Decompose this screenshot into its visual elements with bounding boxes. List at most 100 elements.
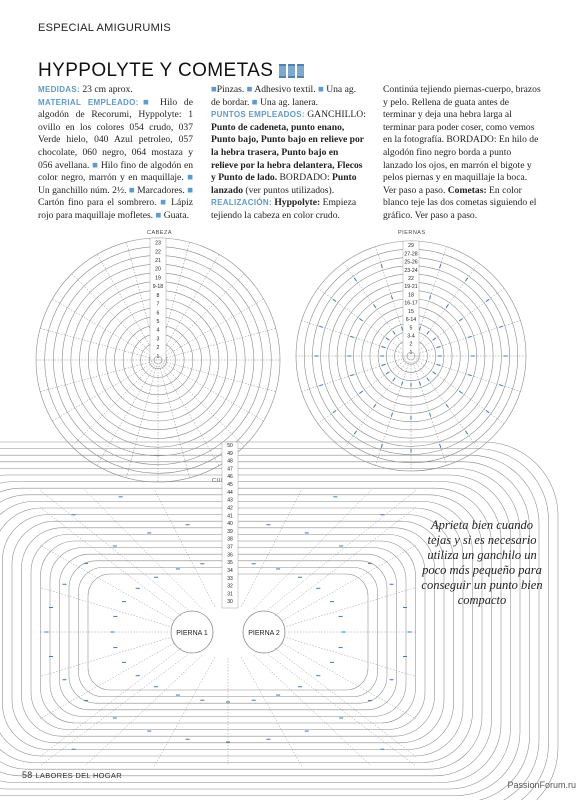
body-row-number: 35 xyxy=(227,560,233,566)
increase-mark xyxy=(392,330,396,335)
increase-mark xyxy=(458,390,463,394)
body-row-number: 37 xyxy=(227,545,233,551)
row-number: 27-28 xyxy=(404,251,417,257)
increase-mark xyxy=(380,443,383,448)
label-realizacion: REALIZACIÓN: xyxy=(211,198,272,208)
watermark: PassionForum.ru xyxy=(507,780,576,790)
text-lanzado: Punto lanzado xyxy=(211,172,357,196)
increase-mark xyxy=(464,430,469,435)
stitch-spoke xyxy=(159,365,190,478)
body-row-number: 31 xyxy=(227,591,233,597)
leg-circle-right xyxy=(242,610,286,654)
row-number: 22 xyxy=(155,249,161,255)
increase-mark xyxy=(332,409,337,414)
stitch-spoke xyxy=(126,365,157,478)
increase-mark xyxy=(385,337,390,341)
increase-mark xyxy=(445,304,449,309)
text-material: Hilo de algodón de Recorumi, Hyppolyte: … xyxy=(38,96,193,171)
row-number: 3-4 xyxy=(407,334,415,340)
increase-mark xyxy=(458,318,463,322)
body-spoke xyxy=(241,489,302,607)
row-number: 5 xyxy=(157,319,160,325)
text-material-c: Un ganchillo núm. 2½. xyxy=(38,184,127,196)
increase-mark xyxy=(381,346,386,349)
increase-mark xyxy=(498,325,503,328)
increase-mark xyxy=(319,325,324,328)
row-number-column xyxy=(402,240,420,357)
increase-mark xyxy=(436,363,441,366)
increase-mark xyxy=(390,295,394,300)
body-spoke xyxy=(154,489,215,607)
text-material-g: Guata. xyxy=(161,209,190,221)
row-number: 25-26 xyxy=(404,260,417,266)
increase-mark xyxy=(436,346,441,349)
increase-mark xyxy=(467,335,472,339)
leg-label-left: PIERNA 1 xyxy=(176,630,208,637)
body-row-number: 50 xyxy=(227,443,233,449)
text-cometas-label: Cometas: xyxy=(445,184,487,196)
row-number: 23 xyxy=(155,241,161,247)
body-row-number: 43 xyxy=(227,498,233,504)
body-spoke xyxy=(39,652,191,767)
diagram-piernas: 2927-2825-2623-242219-211816-17156-1453-… xyxy=(295,240,527,472)
increase-mark xyxy=(381,363,386,366)
text-hyppolyte: Hyppolyte: xyxy=(271,197,321,209)
body-spoke xyxy=(39,507,182,616)
stitch-spoke xyxy=(71,364,154,447)
row-number-column xyxy=(149,237,167,361)
text-lanzado-note: (ver puntos utilizados). xyxy=(243,184,335,196)
body-spoke xyxy=(154,657,215,767)
stitch-spoke xyxy=(163,328,276,359)
increase-mark xyxy=(418,326,421,331)
leg-circle-left xyxy=(170,610,214,654)
body-spoke xyxy=(274,648,417,757)
stitch-spoke xyxy=(163,361,276,392)
label-material: MATERIAL EMPLEADO: xyxy=(38,97,139,107)
section-header: ESPECIAL AMIGURUMIS xyxy=(38,22,172,34)
tip-quote: Aprieta bien cuando tejas y si es necesa… xyxy=(421,518,543,607)
increase-mark xyxy=(439,443,442,448)
magic-ring xyxy=(153,355,163,365)
text-adhesivo: Adhesivo textil. xyxy=(252,84,316,95)
row-number: 5 xyxy=(410,325,413,331)
body-row-number: 40 xyxy=(227,521,233,527)
row-number: 16-17 xyxy=(404,301,417,307)
spool-icon xyxy=(279,64,305,78)
body-row-number: 38 xyxy=(227,537,233,543)
increase-mark xyxy=(418,381,421,386)
label-puntos: PUNTOS EMPLEADOS: xyxy=(211,110,305,120)
increase-mark xyxy=(426,330,430,335)
body-spoke xyxy=(241,657,302,767)
title-row: HYPPOLYTE Y COMETAS xyxy=(38,60,305,82)
body-row-number: 42 xyxy=(227,505,233,511)
text-realizacion: Empieza tejiendo la cabeza en color crud… xyxy=(211,197,357,221)
increase-mark xyxy=(385,371,390,375)
text-material-b: Hilo fino de algodón en color negro, mar… xyxy=(38,159,193,184)
body-row-number: 32 xyxy=(227,584,233,590)
increase-mark xyxy=(428,295,432,300)
body-row-number: 36 xyxy=(227,552,233,558)
increase-mark xyxy=(332,298,337,303)
body-row-number: 34 xyxy=(227,568,233,574)
row-number: 1 xyxy=(157,354,160,360)
increase-mark xyxy=(392,377,396,382)
increase-mark xyxy=(426,377,430,382)
increase-mark xyxy=(373,403,377,408)
row-number: 21 xyxy=(155,258,161,264)
page-title: HYPPOLYTE Y COMETAS xyxy=(38,60,274,81)
increase-mark xyxy=(401,381,404,386)
row-number: 15 xyxy=(408,309,414,315)
cabeza-label: CABEZA xyxy=(147,230,173,236)
row-number: 2 xyxy=(410,342,413,348)
increase-mark xyxy=(464,277,469,282)
stitch-spoke xyxy=(163,298,264,358)
text-medidas: 23 cm aprox. xyxy=(79,84,133,95)
increase-mark xyxy=(485,298,490,303)
text-ganchillo: GANCHILLO: xyxy=(304,109,366,121)
body-row-number: 39 xyxy=(227,529,233,535)
increase-mark xyxy=(498,384,503,387)
body-row-number: 48 xyxy=(227,459,233,465)
